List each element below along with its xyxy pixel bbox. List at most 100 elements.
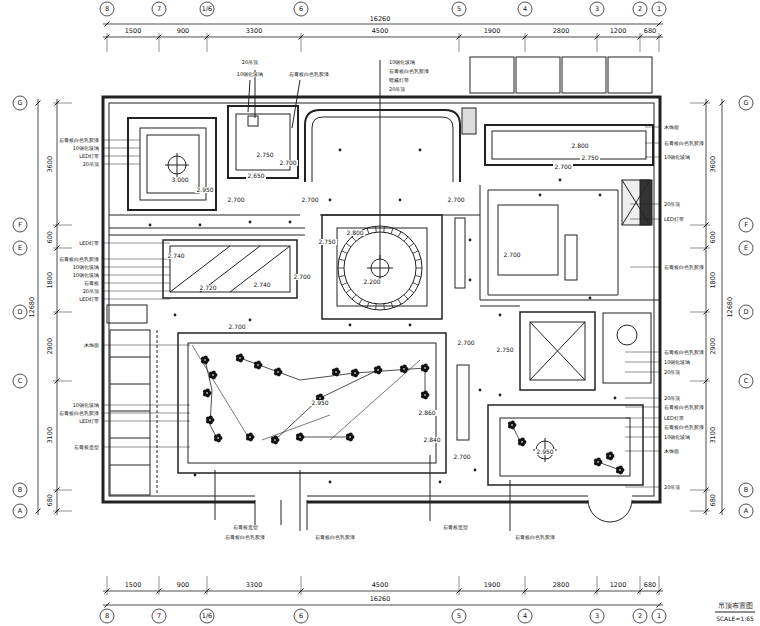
axis-bubble [152, 609, 166, 623]
material-callout: 石膏板白色乳胶漆 [663, 265, 705, 270]
dimension-tick [720, 509, 725, 514]
dimension-line [459, 576, 460, 595]
dimension: 3300 [245, 582, 264, 589]
ceiling-height: 2.700 [553, 164, 572, 170]
ceiling-height: 2.750 [317, 239, 336, 245]
flower-center [239, 357, 241, 359]
ceiling-medallion [398, 232, 401, 237]
flower-petal [204, 356, 208, 360]
axis-bubble [739, 218, 753, 232]
ceiling-height: 2.860 [417, 410, 436, 416]
dimension: 2800 [552, 28, 571, 35]
axis-bubble [633, 609, 647, 623]
material-callout: 10钢化玻璃 [72, 403, 100, 408]
dimension-line [690, 103, 710, 104]
material-callout: 10钢化玻璃 [72, 273, 100, 278]
dimension-line [103, 37, 663, 38]
flower-petal [239, 354, 243, 358]
downlight [199, 224, 202, 227]
ceiling-height: 2.700 [226, 197, 245, 203]
leader-line [102, 345, 190, 346]
flower-petal [403, 365, 407, 369]
material-callout: 10钢化玻璃 [72, 146, 100, 151]
axis-bubble [13, 504, 27, 518]
flower-petal [521, 438, 525, 442]
leader-line [625, 437, 660, 438]
ceiling-medallion [339, 275, 345, 276]
dimension-tick [105, 603, 110, 608]
material-callout: 石膏板白色乳胶漆 [314, 535, 356, 540]
leader-line [102, 156, 140, 157]
ceiling-medallion [398, 299, 401, 304]
material-callout: 石膏板白色乳胶漆 [388, 69, 430, 74]
dimension: 12680 [727, 296, 734, 319]
dimension: 2900 [710, 337, 717, 356]
leader-line [630, 219, 660, 220]
material-callout: 石膏板白色乳胶漆 [58, 138, 100, 143]
dimension: 3300 [245, 28, 264, 35]
flower-petal [277, 368, 281, 372]
flower-center [424, 367, 426, 369]
dimension-line [53, 511, 72, 512]
dimension-line [459, 33, 460, 52]
axis-label: F [743, 222, 749, 229]
dimension: 2900 [47, 337, 54, 356]
downlight [174, 314, 177, 317]
dimension: 3600 [47, 155, 54, 174]
material-callout: 20吊顶 [82, 162, 100, 167]
axis-label: 2 [637, 6, 643, 13]
axis-label: 6 [298, 6, 304, 13]
dimension-line [103, 24, 663, 25]
material-callout: 20吊顶 [663, 202, 681, 207]
ceiling-height: 2.200 [362, 279, 381, 285]
axis-label: 4 [522, 613, 528, 620]
material-callout: 石膏板白色乳胶漆 [514, 535, 556, 540]
material-callout: 10钢化玻璃 [236, 72, 264, 77]
ceiling-medallion [413, 283, 418, 285]
ceiling-height: 2.750 [495, 347, 514, 353]
flower-center [597, 461, 599, 463]
dimension-tick [105, 22, 110, 27]
ceiling-medallion [375, 226, 377, 232]
ceiling-height: 2.840 [422, 437, 441, 443]
flower-petal [424, 391, 428, 395]
dimension-line [53, 225, 72, 226]
leader-line [102, 164, 140, 165]
downlight [559, 179, 562, 182]
leader-line [102, 275, 170, 276]
axis-label: B [17, 487, 23, 494]
ceiling-height: 2.740 [252, 282, 271, 288]
axis-bubble [13, 483, 27, 497]
leader-line [102, 243, 170, 244]
plan-lines [103, 57, 660, 531]
dimension-line [207, 33, 208, 52]
flower-center [274, 439, 276, 441]
leader-line [102, 148, 140, 149]
dimension: 2800 [552, 582, 571, 589]
dimension: 3100 [47, 426, 54, 445]
axis-bubble [518, 2, 532, 16]
dimension: 900 [176, 582, 190, 589]
flower-petal [274, 436, 278, 440]
axis-label: G [16, 100, 23, 107]
ceiling-medallion [375, 304, 377, 310]
ceiling-medallion [404, 295, 408, 299]
flower-petal [424, 364, 428, 368]
axis-label: E [743, 245, 749, 252]
dimension-line [53, 103, 72, 104]
dimension-line [107, 576, 108, 595]
dimension-line [690, 312, 710, 313]
flower-petal [335, 368, 339, 372]
downlight [439, 481, 442, 484]
ceiling-medallion [415, 259, 421, 260]
flower-petal [249, 433, 253, 437]
dimension-line [690, 248, 710, 249]
dimension: 16260 [369, 596, 392, 603]
leader-line [102, 140, 140, 141]
flower-center [521, 441, 523, 443]
ceiling-medallion [352, 237, 356, 241]
dimension-line [597, 33, 598, 52]
dimension-line [53, 381, 72, 382]
axis-bubble [739, 305, 753, 319]
axis-label: 2 [637, 613, 643, 620]
